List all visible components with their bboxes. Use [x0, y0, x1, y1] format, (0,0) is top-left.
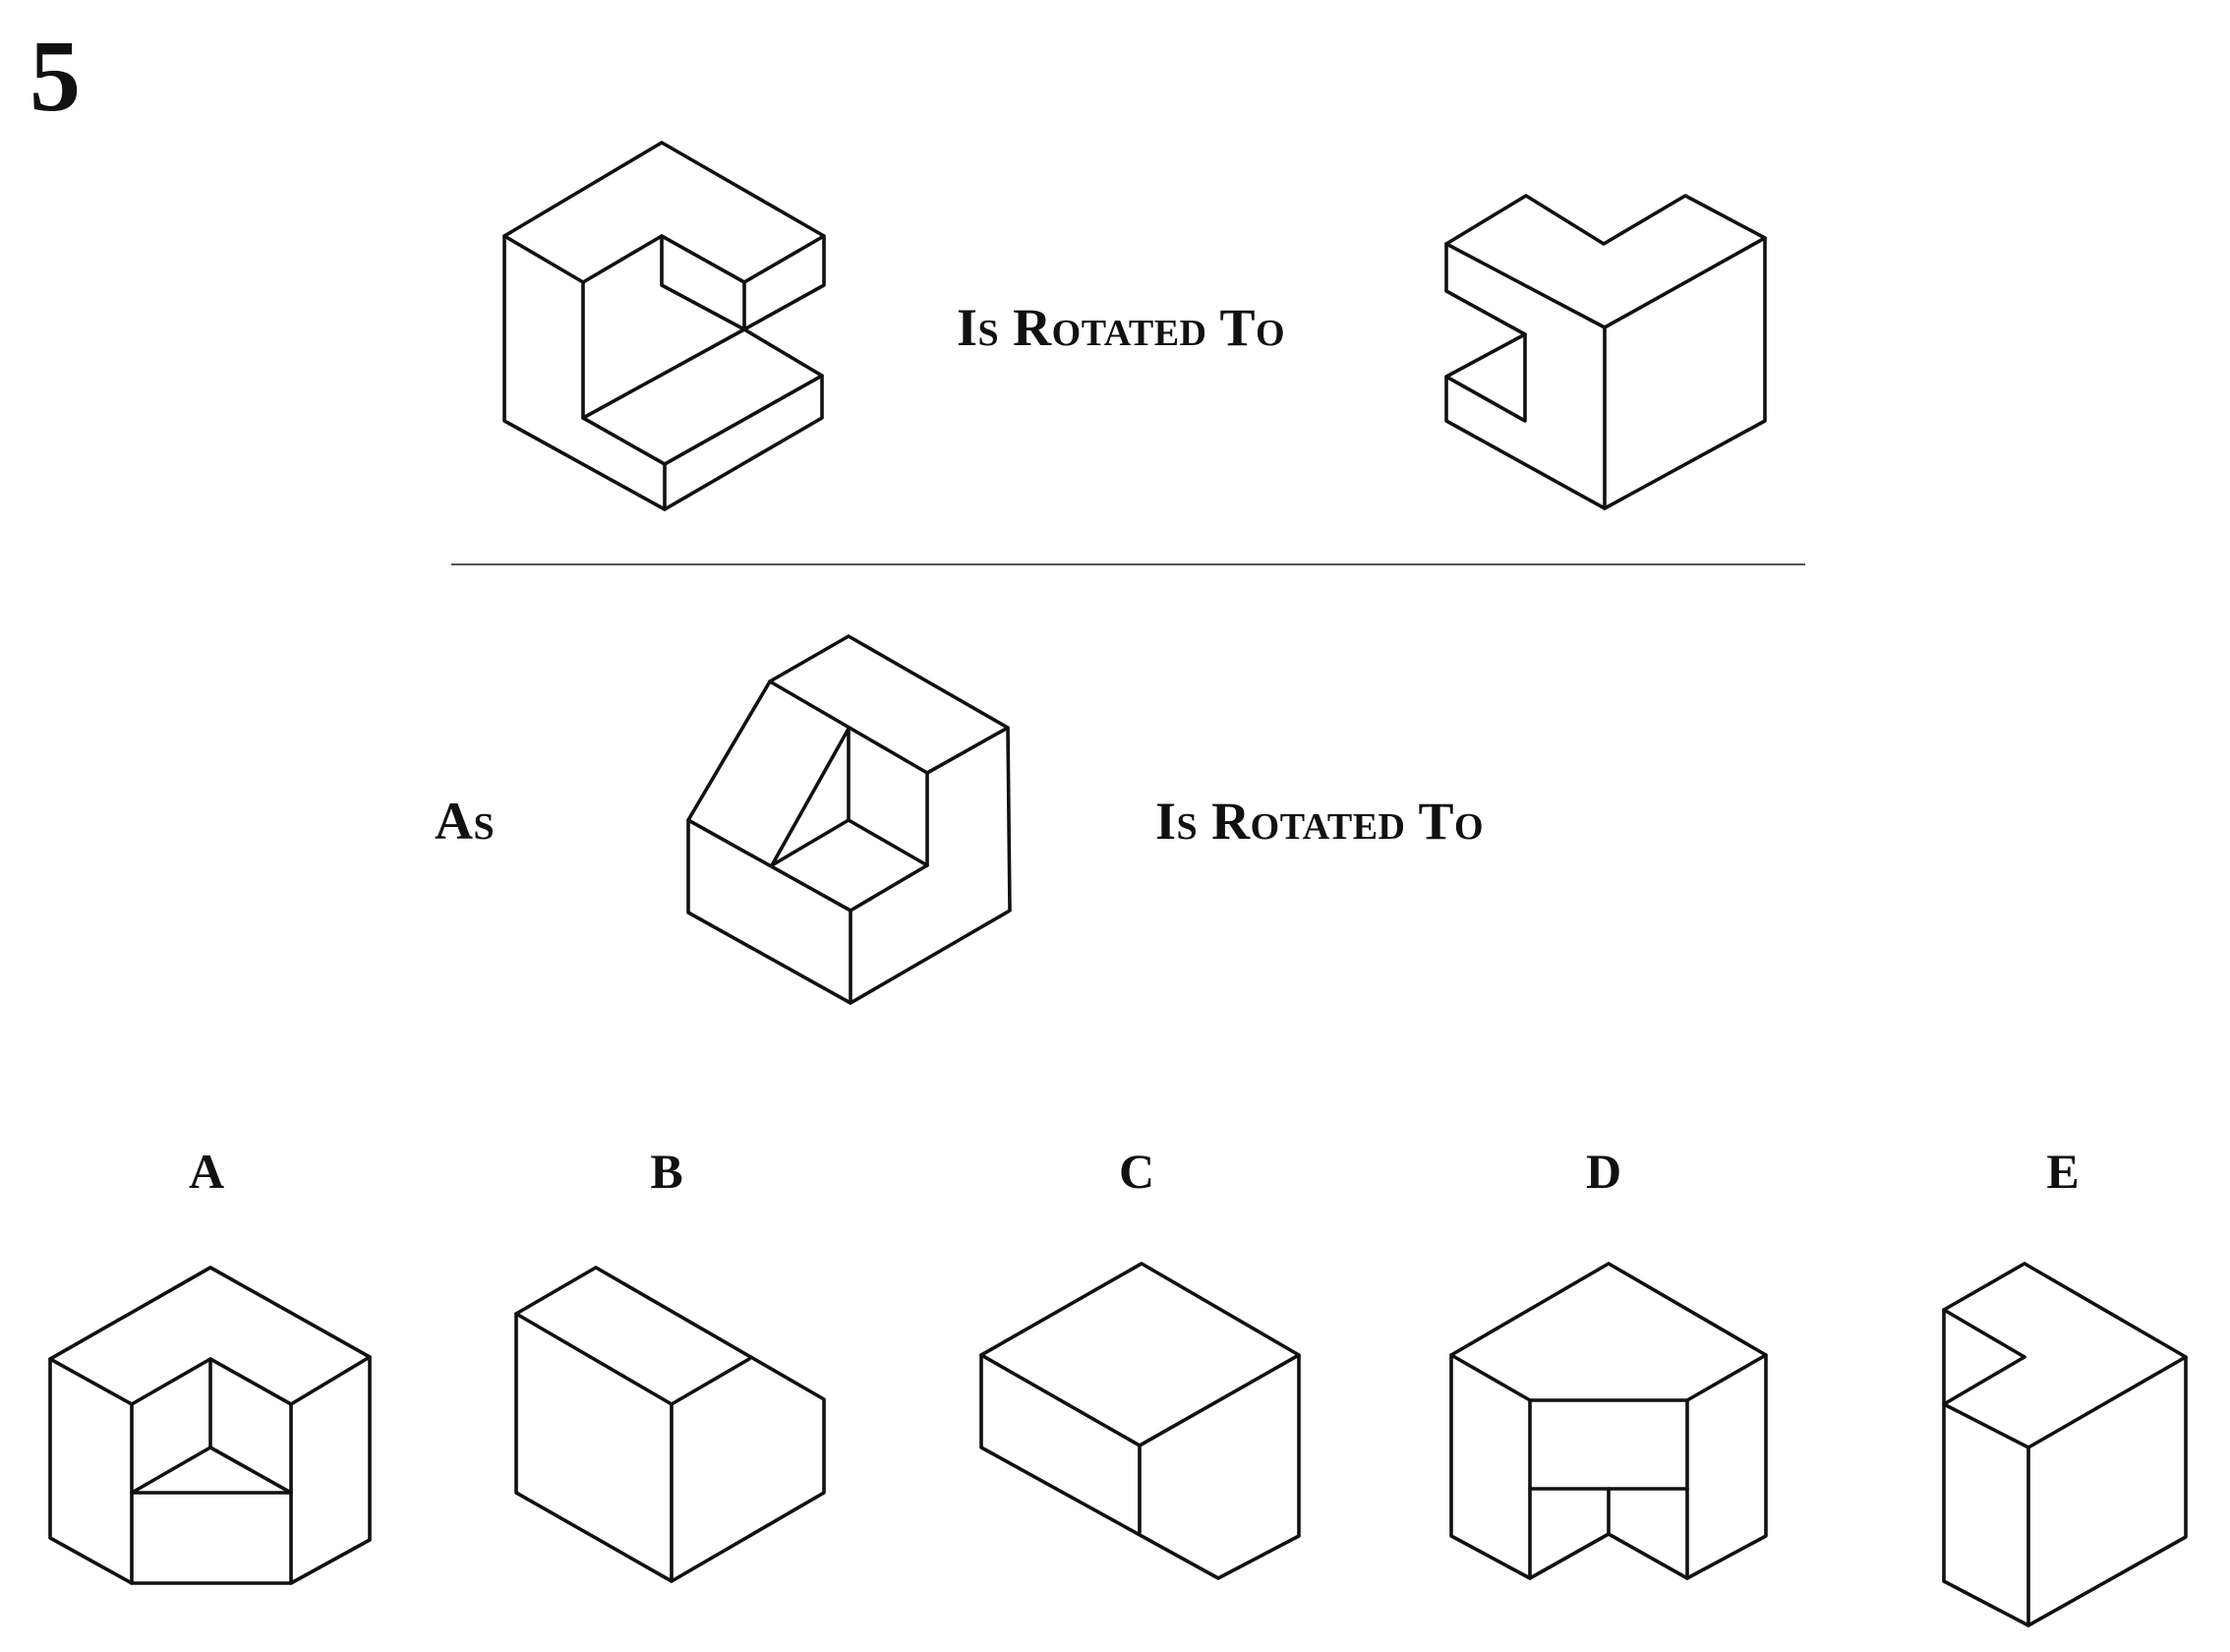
option-e-label[interactable]: E	[2046, 1144, 2080, 1199]
question-figure-edge	[686, 818, 929, 913]
question-figure-edge	[770, 727, 851, 867]
example-rotated-edge	[1444, 236, 1767, 329]
example-source-edge	[581, 234, 826, 284]
option-c-label[interactable]: C	[1118, 1144, 1155, 1199]
option-b-figure[interactable]	[506, 1259, 841, 1593]
option-e-outline	[1942, 1262, 2188, 1627]
example-source-edge	[581, 327, 746, 420]
option-d-edge	[1449, 1353, 1768, 1402]
option-d-label[interactable]: D	[1585, 1144, 1622, 1199]
example-source-outline	[502, 141, 826, 511]
option-b-outline	[514, 1266, 826, 1583]
option-c-edge	[979, 1353, 1301, 1447]
section-divider	[451, 563, 1805, 565]
option-b-label[interactable]: B	[650, 1144, 683, 1199]
option-a-figure[interactable]	[39, 1259, 383, 1593]
example-rotated-figure	[1444, 194, 1767, 510]
example-rotated-outline	[1444, 194, 1767, 510]
option-a-label[interactable]: A	[188, 1144, 225, 1199]
example-source-edge	[660, 234, 746, 331]
option-b-edge	[514, 1312, 751, 1406]
example-rotated-to-label: Is Rotated To	[957, 298, 1286, 357]
example-rotated-edge	[1444, 332, 1527, 423]
option-c-figure[interactable]	[973, 1259, 1308, 1593]
option-d-figure[interactable]	[1440, 1259, 1785, 1593]
option-e-edge	[1942, 1308, 2188, 1449]
option-a-outline	[48, 1266, 372, 1585]
example-source-figure	[502, 141, 826, 511]
question-figure-outline	[686, 634, 1012, 1005]
option-c-outline	[979, 1262, 1301, 1580]
option-e-figure[interactable]	[1932, 1259, 2198, 1632]
option-a-edge	[130, 1446, 293, 1495]
problem-number: 5	[29, 20, 81, 133]
question-as-label: As	[435, 792, 496, 851]
question-figure-edge	[768, 679, 1010, 775]
question-figure	[686, 634, 1012, 1005]
question-rotated-to-label: Is Rotated To	[1155, 792, 1485, 851]
